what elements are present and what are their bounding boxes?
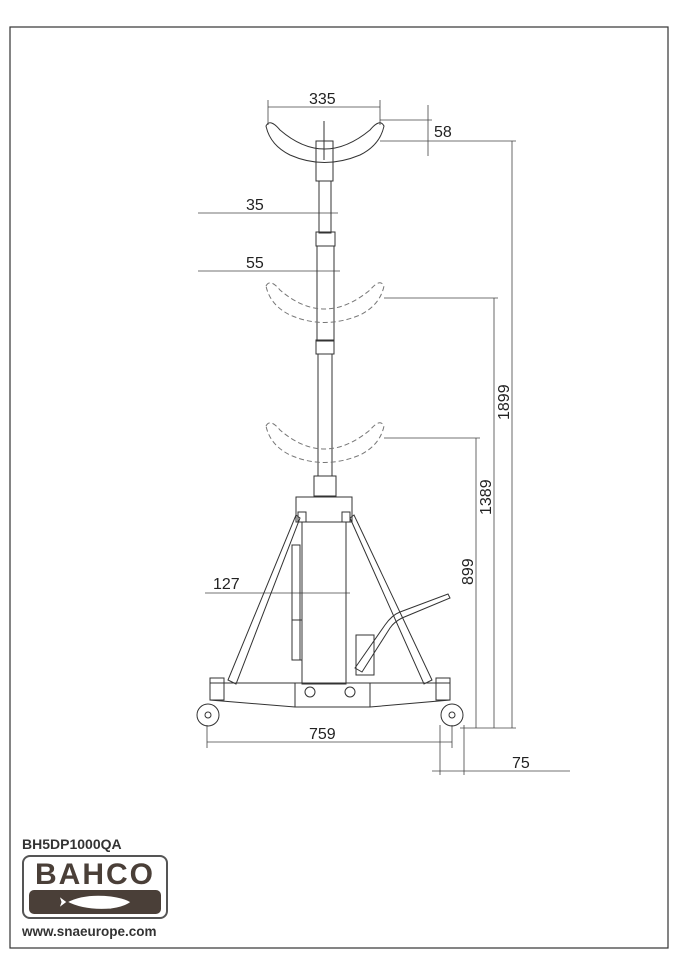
dim-mid-height: 1389 xyxy=(478,479,495,515)
dim-max-height: 1899 xyxy=(496,384,513,420)
logo-text: BAHCO xyxy=(35,858,155,891)
dim-column-offset: 127 xyxy=(213,576,240,593)
dim-saddle-depth: 58 xyxy=(434,124,452,141)
dim-post-mid: 55 xyxy=(246,255,264,272)
frame-border xyxy=(9,26,669,949)
bahco-logo: BAHCO xyxy=(22,855,168,919)
dim-post-top: 35 xyxy=(246,197,264,214)
dim-base-width: 759 xyxy=(309,726,336,743)
website-link[interactable]: www.snaeurope.com xyxy=(22,924,157,939)
dim-min-height: 899 xyxy=(460,558,477,585)
jack-outline xyxy=(196,121,464,727)
dim-saddle-width: 335 xyxy=(309,91,336,108)
dim-wheel-width: 75 xyxy=(512,755,530,772)
fish-emblem-icon xyxy=(29,890,161,914)
model-number: BH5DP1000QA xyxy=(22,836,122,852)
dimension-lines xyxy=(198,100,570,775)
